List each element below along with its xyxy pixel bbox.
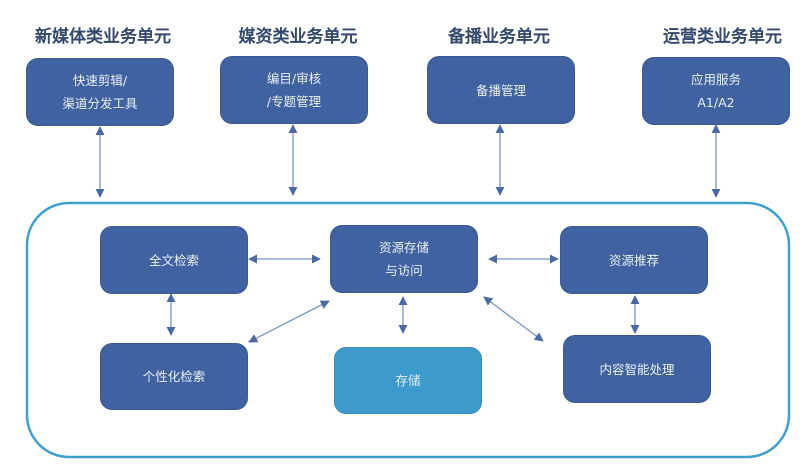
box-line: 备播管理: [475, 82, 526, 98]
box-line: 与访问: [385, 263, 423, 278]
box-application-service[interactable]: 应用服务 A1/A2: [642, 57, 790, 125]
box-fast-edit-distribution[interactable]: 快速剪辑/ 渠道分发工具: [26, 58, 174, 126]
box-line: 存储: [395, 373, 421, 388]
box-line: 资源推荐: [608, 252, 659, 268]
box-line: 个性化检索: [142, 369, 206, 384]
box-line: A1/A2: [697, 95, 735, 110]
box-resource-storage-access[interactable]: 资源存储 与访问: [330, 225, 478, 293]
box-catalog-review[interactable]: 编目/审核 /专题管理: [220, 56, 368, 124]
box-full-text-search[interactable]: 全文检索: [100, 226, 248, 294]
box-resource-recommendation[interactable]: 资源推荐: [560, 226, 708, 294]
box-line: /专题管理: [266, 94, 322, 109]
box-line: 编目/审核: [266, 71, 322, 86]
box-storage[interactable]: 存储: [334, 347, 482, 414]
box-line: 内容智能处理: [599, 361, 675, 377]
unit-title-new-media: 新媒体类业务单元: [35, 27, 171, 47]
box-line: 渠道分发工具: [62, 96, 138, 111]
box-personalized-search[interactable]: 个性化检索: [100, 343, 248, 410]
box-line: 资源存储: [378, 240, 429, 255]
box-content-intelligent-processing[interactable]: 内容智能处理: [563, 335, 711, 403]
unit-title-media-asset: 媒资类业务单元: [238, 27, 358, 47]
box-line: 应用服务: [690, 72, 741, 87]
arrow-access-content-processing: [483, 296, 544, 342]
box-line: 快速剪辑/: [72, 73, 128, 88]
box-broadcast-management[interactable]: 备播管理: [427, 56, 575, 124]
unit-title-operations: 运营类业务单元: [663, 27, 782, 47]
platform-container: [25, 201, 791, 459]
box-line: 全文检索: [148, 252, 199, 268]
unit-title-broadcast: 备播业务单元: [448, 27, 550, 47]
arrow-storage-personalized: [248, 300, 330, 343]
